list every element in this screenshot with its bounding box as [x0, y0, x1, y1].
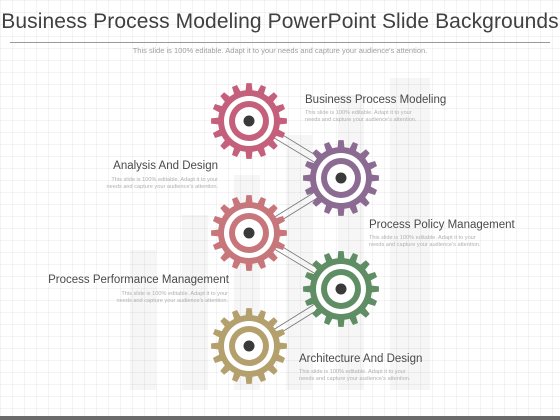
item-desc-business-process-modeling: This slide is 100% editable. Adapt it to… — [305, 110, 417, 124]
gear-process-policy-management — [211, 195, 287, 271]
item-label-process-performance-management: Process Performance Management — [48, 274, 229, 286]
item-desc-process-performance-management: This slide is 100% editable. Adapt it to… — [116, 291, 228, 305]
item-desc-architecture-and-design: This slide is 100% editable. Adapt it to… — [299, 369, 411, 383]
item-label-process-policy-management: Process Policy Management — [369, 219, 515, 231]
item-label-business-process-modeling: Business Process Modeling — [305, 94, 447, 106]
gear-center-dot — [335, 283, 347, 295]
gear-center-dot — [243, 227, 255, 239]
title-divider — [10, 42, 550, 43]
gear-architecture-and-design — [211, 308, 287, 384]
gear-center-dot — [335, 172, 347, 184]
gear-business-process-modeling — [211, 83, 287, 159]
gear-analysis-and-design — [303, 140, 379, 216]
item-desc-analysis-and-design: This slide is 100% editable. Adapt it to… — [106, 177, 218, 191]
gear-center-dot — [243, 115, 255, 127]
footer-band — [0, 416, 560, 420]
item-label-analysis-and-design: Analysis And Design — [113, 160, 218, 172]
gear-process-performance-management — [303, 251, 379, 327]
item-desc-process-policy-management: This slide is 100% editable. Adapt it to… — [369, 235, 481, 249]
slide-subtitle: This slide is 100% editable. Adapt it to… — [132, 46, 428, 55]
slide-title: Business Process Modeling PowerPoint Sli… — [1, 10, 559, 33]
gear-center-dot — [243, 340, 255, 352]
item-label-architecture-and-design: Architecture And Design — [299, 353, 423, 365]
